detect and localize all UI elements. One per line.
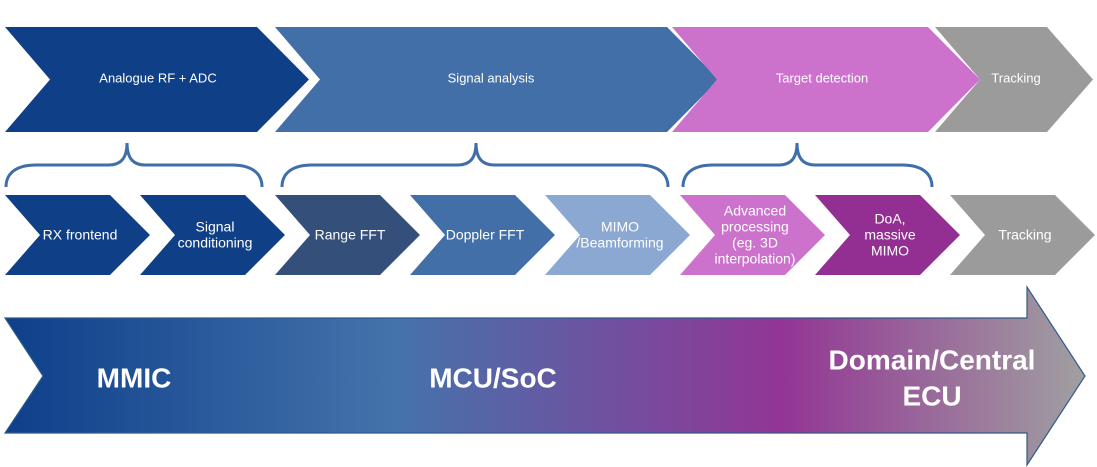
step-label-line: conditioning <box>178 235 253 251</box>
platform-label-line: MMIC <box>97 362 172 393</box>
stage-label-line: Signal analysis <box>448 70 535 85</box>
step-label-line: DoA, <box>874 211 905 227</box>
step-label: Tracking <box>998 227 1051 243</box>
brace-icon <box>280 142 670 188</box>
stage-chevron[interactable]: Signal analysis <box>275 27 719 132</box>
step-label: RX frontend <box>43 227 118 243</box>
chevron-shape <box>410 195 555 275</box>
step-label-line: (eg. 3D <box>732 235 778 251</box>
step-chevron[interactable]: RX frontend <box>5 195 150 275</box>
chevron-shape <box>680 195 825 275</box>
platform-label: MCU/SoC <box>429 362 557 393</box>
stage-chevron[interactable]: Analogue RF + ADC <box>5 27 309 132</box>
stage-label: Signal analysis <box>448 70 535 85</box>
chevron-shape <box>950 195 1095 275</box>
chevron-shape <box>5 27 309 132</box>
arrow-shape <box>3 284 1086 467</box>
stage-label-line: Tracking <box>991 70 1040 85</box>
stage-chevron[interactable]: Tracking <box>935 27 1093 132</box>
stage-label-line: Analogue RF + ADC <box>99 70 216 85</box>
chevron-shape <box>140 195 285 275</box>
step-label-line: Advanced <box>724 203 786 219</box>
chevron-shape <box>935 27 1093 132</box>
step-chevron[interactable]: MIMO/Beamforming <box>545 195 690 275</box>
step-label-line: MIMO <box>871 243 909 259</box>
step-label-line: Doppler FFT <box>446 227 525 243</box>
stage-label: Target detection <box>776 70 869 85</box>
step-label-line: massive <box>864 227 916 243</box>
step-label: Range FFT <box>315 227 386 243</box>
step-label-line: Range FFT <box>315 227 386 243</box>
step-label-line: processing <box>721 219 789 235</box>
stage-label: Analogue RF + ADC <box>99 70 216 85</box>
step-chevron[interactable]: Doppler FFT <box>410 195 555 275</box>
step-label-line: RX frontend <box>43 227 118 243</box>
stage-chevron[interactable]: Target detection <box>672 27 980 132</box>
chevron-shape <box>672 27 980 132</box>
chevron-shape <box>815 195 960 275</box>
step-label-line: Tracking <box>998 227 1051 243</box>
step-label-line: Signal <box>196 219 235 235</box>
step-chevron[interactable]: Range FFT <box>275 195 420 275</box>
stage-label: Tracking <box>991 70 1040 85</box>
platform-label-line: Domain/Central <box>829 344 1036 375</box>
platform-label-line: MCU/SoC <box>429 362 557 393</box>
grouping-braces <box>4 142 934 188</box>
step-label-line: MIMO <box>601 219 639 235</box>
chevron-shape <box>275 195 420 275</box>
chevron-shape <box>545 195 690 275</box>
platform-label-line: ECU <box>902 380 961 411</box>
stage-chevrons: Analogue RF + ADC Signal analysis Target d… <box>5 27 1093 132</box>
chevron-shape <box>275 27 719 132</box>
stage-label-line: Target detection <box>776 70 869 85</box>
chevron-shape <box>5 195 150 275</box>
step-label: Doppler FFT <box>446 227 525 243</box>
brace-icon <box>681 142 934 188</box>
step-label-line: /Beamforming <box>576 235 663 251</box>
step-chevron[interactable]: Tracking <box>950 195 1095 275</box>
brace-icon <box>4 142 264 188</box>
step-label: MIMO/Beamforming <box>576 219 663 251</box>
step-label-line: interpolation) <box>715 251 796 267</box>
platform-label: MMIC <box>97 362 172 393</box>
